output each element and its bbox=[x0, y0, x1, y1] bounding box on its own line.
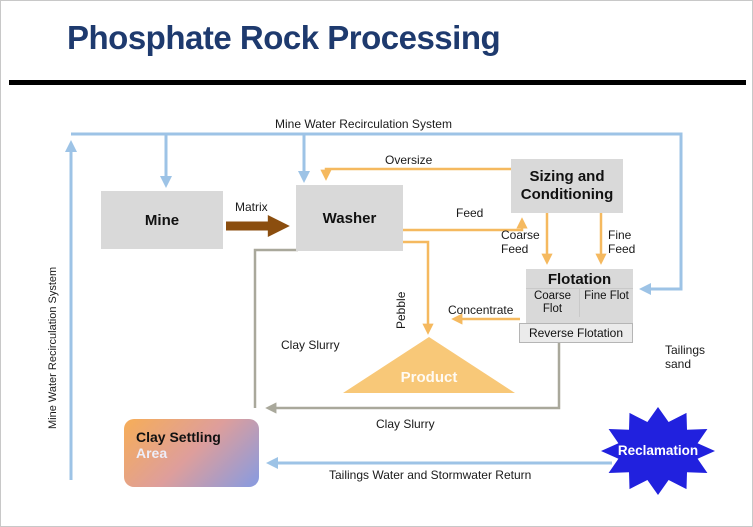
coarse-feed-label: Coarse Feed bbox=[501, 228, 540, 256]
node-flotation: Flotation Coarse Flot Fine Flot bbox=[526, 269, 633, 323]
product-label: Product bbox=[400, 369, 458, 386]
node-sizing-conditioning: Sizing and Conditioning bbox=[511, 159, 623, 213]
reverse-flotation-label: Reverse Flotation bbox=[528, 326, 624, 340]
tailings-water-return-label: Tailings Water and Stormwater Return bbox=[329, 468, 532, 482]
oversize-label: Oversize bbox=[385, 153, 433, 167]
clay-settling-label: Clay Settling bbox=[136, 429, 221, 445]
node-reverse-flotation: Reverse Flotation bbox=[519, 323, 633, 343]
flow-arrow-clay-slurry-to-settling bbox=[265, 343, 561, 414]
feed-label: Feed bbox=[456, 206, 484, 220]
mine-label: Mine bbox=[144, 211, 180, 229]
node-mine: Mine bbox=[101, 191, 223, 249]
page-title: Phosphate Rock Processing bbox=[67, 19, 501, 56]
concentrate-label: Concentrate bbox=[448, 303, 514, 317]
clay-settling-area-label: Area bbox=[136, 445, 168, 461]
flotation-coarse-cell: Coarse Flot bbox=[526, 288, 579, 317]
title-divider bbox=[9, 80, 746, 85]
flotation-label: Flotation bbox=[547, 271, 612, 288]
reclamation-label: Reclamation bbox=[617, 443, 699, 458]
product-triangle bbox=[343, 337, 515, 393]
node-clay-settling-area: Clay Settling Area bbox=[124, 419, 259, 487]
flow-arrow-pebble bbox=[403, 240, 434, 335]
flow-line-clay-slurry-from-washer bbox=[253, 248, 298, 408]
fine-feed-label: Fine Feed bbox=[608, 228, 636, 256]
tailings-sand-label: Tailings sand bbox=[665, 343, 706, 371]
clay-slurry-label-lower: Clay Slurry bbox=[376, 417, 435, 431]
mine-water-recirc-top-label: Mine Water Recirculation System bbox=[275, 117, 452, 131]
flow-arrow-recirc-to-flotation bbox=[71, 132, 683, 295]
clay-slurry-label-upper: Clay Slurry bbox=[281, 338, 340, 352]
sizing-label: Sizing and Conditioning bbox=[520, 168, 614, 203]
mine-water-recirc-left-label: Mine Water Recirculation System bbox=[47, 266, 59, 429]
pebble-label: Pebble bbox=[394, 291, 408, 329]
reclamation-star bbox=[601, 407, 715, 495]
node-washer: Washer bbox=[296, 185, 403, 251]
flotation-cells: Coarse Flot Fine Flot bbox=[526, 288, 633, 318]
matrix-label: Matrix bbox=[235, 200, 268, 214]
flotation-fine-cell: Fine Flot bbox=[579, 288, 633, 318]
washer-label: Washer bbox=[322, 209, 377, 227]
flow-arrow-oversize bbox=[320, 167, 513, 181]
flow-arrow-feed bbox=[403, 217, 528, 232]
